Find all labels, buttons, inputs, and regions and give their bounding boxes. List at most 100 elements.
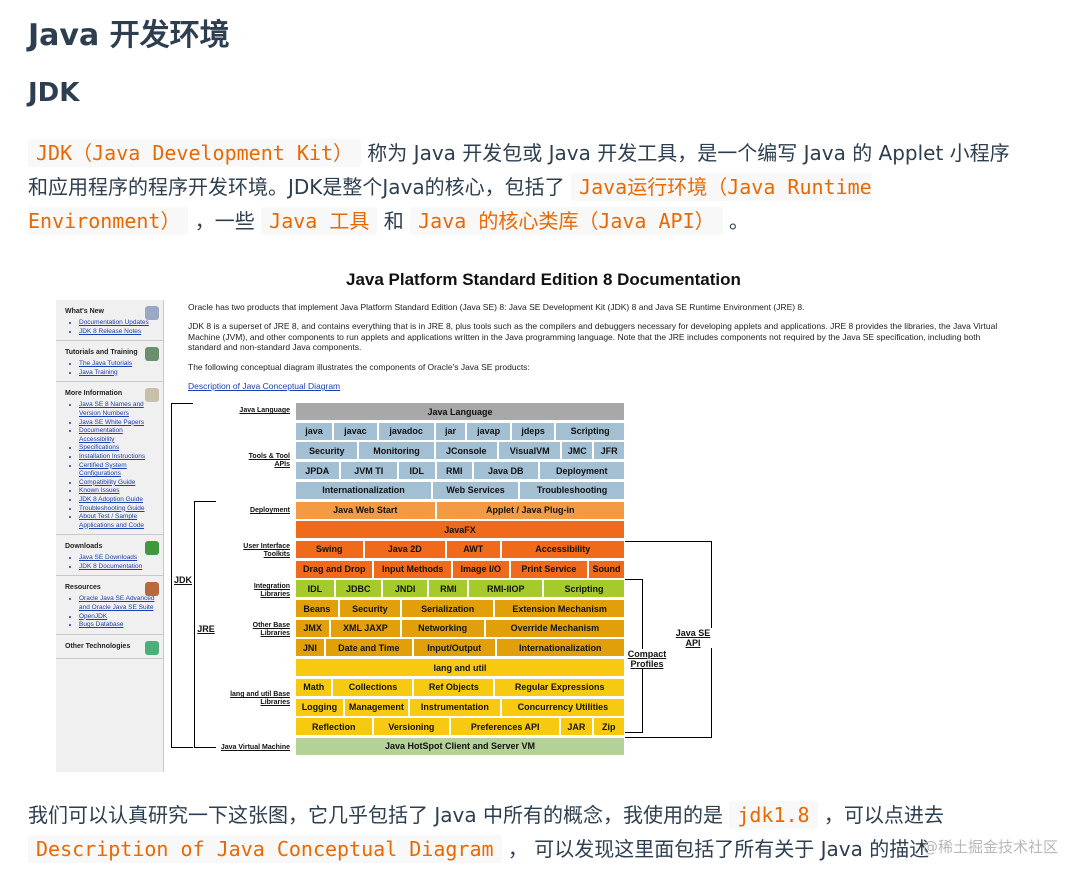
diagram-cell[interactable]: Security [295,441,359,461]
diagram-cell[interactable]: Serialization [401,599,495,618]
row-label-tools[interactable]: Tools & Tool APIs [248,453,290,468]
diagram-cell[interactable]: javap [466,421,511,441]
diagram-cell[interactable]: Java Web Start [295,500,436,520]
diagram-cell[interactable]: Preferences API [450,717,561,737]
diagram-cell[interactable]: Beans [295,599,339,618]
diagram-cell[interactable]: Security [338,599,401,618]
sidebar-link[interactable]: About Test / Sample Applications and Cod… [79,513,159,530]
diagram-cell[interactable]: JMC [561,441,594,461]
diagram-cell[interactable]: JVM TI [339,461,398,481]
diagram-cell[interactable]: Drag and Drop [295,559,374,579]
diagram-cell[interactable]: Management [343,697,409,717]
diagram-cell[interactable]: Internationalization [295,480,432,500]
sidebar-link[interactable]: Installation Instructions [79,453,159,462]
sidebar-link[interactable]: JDK 8 Adoption Guide [79,496,159,505]
diagram-cell[interactable]: javadoc [377,421,435,441]
diagram-cell[interactable]: Image I/O [451,559,510,579]
diagram-cell[interactable]: IDL [295,579,335,599]
diagram-cell[interactable]: JNDI [381,579,429,599]
sidebar-link[interactable]: OpenJDK [79,613,159,622]
sidebar-link[interactable]: Java SE White Papers [79,419,159,428]
diagram-cell[interactable]: Collections [332,677,414,697]
sidebar-link[interactable]: Certified System Configurations [79,462,159,479]
sidebar-link[interactable]: Java SE 8 Names and Version Numbers [79,401,159,418]
sidebar-link[interactable]: Compatibility Guide [79,479,159,488]
diagram-cell[interactable]: IDL [398,461,436,481]
diagram-cell[interactable]: jdeps [510,421,556,441]
compact-profiles-label[interactable]: Compact Profiles [622,649,672,669]
diagram-cell[interactable]: Extension Mechanism [494,599,625,618]
diagram-cell[interactable]: XML JAXP [330,618,401,638]
diagram-cell[interactable]: AWT [446,539,501,559]
sidebar-link[interactable]: Java Training [79,369,159,378]
diagram-cell[interactable]: Override Mechanism [484,618,625,638]
diagram-cell[interactable]: JConsole [434,441,498,461]
sidebar-link[interactable]: JDK 8 Documentation [79,563,159,572]
diagram-cell[interactable]: Internationalization [495,638,625,658]
diagram-cell[interactable]: JAR [560,717,593,737]
diagram-cell[interactable]: java [295,421,334,441]
sidebar-link[interactable]: Specifications [79,444,159,453]
sidebar-link[interactable]: Documentation Updates [79,319,159,328]
diagram-cell[interactable]: Java HotSpot Client and Server VM [295,736,625,756]
diagram-cell[interactable]: JNI [295,638,325,658]
diagram-cell[interactable]: Date and Time [324,638,414,658]
row-label-ui-toolkits[interactable]: User Interface Toolkits [243,543,290,558]
diagram-cell[interactable]: Reflection [295,717,373,737]
conceptual-diagram-link[interactable]: Description of Java Conceptual Diagram [188,381,341,391]
diagram-cell[interactable]: JDBC [334,579,382,599]
jdk-label[interactable]: JDK [173,575,193,585]
diagram-cell[interactable]: RMI [435,461,473,481]
diagram-cell[interactable]: Java 2D [363,539,446,559]
diagram-cell[interactable]: Web Services [431,480,520,500]
sidebar-link[interactable]: Bugs Database [79,621,159,630]
diagram-cell[interactable]: RMI-IIOP [468,579,544,599]
diagram-cell[interactable]: JPDA [295,461,340,481]
row-label-integration[interactable]: Integration Libraries [253,583,290,598]
diagram-cell[interactable]: Input/Output [413,638,496,658]
sidebar-link[interactable]: Java SE Downloads [79,554,159,563]
diagram-cell[interactable]: Troubleshooting [519,480,625,500]
diagram-cell[interactable]: Logging [295,697,344,717]
sidebar-link[interactable]: Known Issues [79,487,159,496]
row-label-language[interactable]: Java Language [239,407,290,414]
row-label-lang-util[interactable]: lang and util Base Libraries [230,691,290,706]
jre-label[interactable]: JRE [196,624,216,634]
diagram-cell[interactable]: Scripting [543,579,625,599]
diagram-cell[interactable]: javac [333,421,378,441]
diagram-cell[interactable]: jar [434,421,467,441]
diagram-cell[interactable]: VisualVM [497,441,562,461]
diagram-cell[interactable]: Java DB [473,461,539,481]
diagram-cell[interactable]: Networking [400,618,485,638]
diagram-cell[interactable]: Instrumentation [408,697,501,717]
sidebar-link[interactable]: Troubleshooting Guide [79,505,159,514]
diagram-cell[interactable]: Math [295,677,333,697]
sidebar-link[interactable]: Oracle Java SE Advanced and Oracle Java … [79,595,159,612]
diagram-cell[interactable]: Scripting [555,421,626,441]
java-se-api-label[interactable]: Java SE API [668,628,718,648]
diagram-cell[interactable]: Regular Expressions [494,677,626,697]
diagram-cell[interactable]: Concurrency Utilities [500,697,625,717]
diagram-cell[interactable]: Monitoring [358,441,435,461]
diagram-cell[interactable]: Zip [592,717,626,737]
diagram-cell[interactable]: Print Service [509,559,589,579]
diagram-cell[interactable]: Java Language [295,402,625,421]
sidebar-link[interactable]: Documentation Accessibility [79,427,159,444]
diagram-cell[interactable]: RMI [428,579,469,599]
sidebar-link[interactable]: The Java Tutorials [79,360,159,369]
diagram-cell[interactable]: Input Methods [373,559,452,579]
diagram-cell[interactable]: Versioning [372,717,451,737]
row-label-other-base[interactable]: Other Base Libraries [252,622,290,637]
diagram-cell[interactable]: Accessibility [500,539,625,559]
sidebar-link[interactable]: JDK 8 Release Notes [79,328,159,337]
row-label-deployment[interactable]: Deployment [249,507,290,514]
row-label-jvm[interactable]: Java Virtual Machine [220,744,290,751]
diagram-cell[interactable]: JFR [593,441,626,461]
diagram-cell[interactable]: lang and util [295,658,625,678]
diagram-cell[interactable]: Ref Objects [413,677,495,697]
diagram-cell[interactable]: JMX [295,618,331,638]
diagram-cell[interactable]: Swing [295,539,364,559]
diagram-cell[interactable]: JavaFX [295,520,625,540]
diagram-cell[interactable]: Sound [588,559,625,579]
diagram-cell[interactable]: Deployment [538,461,625,481]
